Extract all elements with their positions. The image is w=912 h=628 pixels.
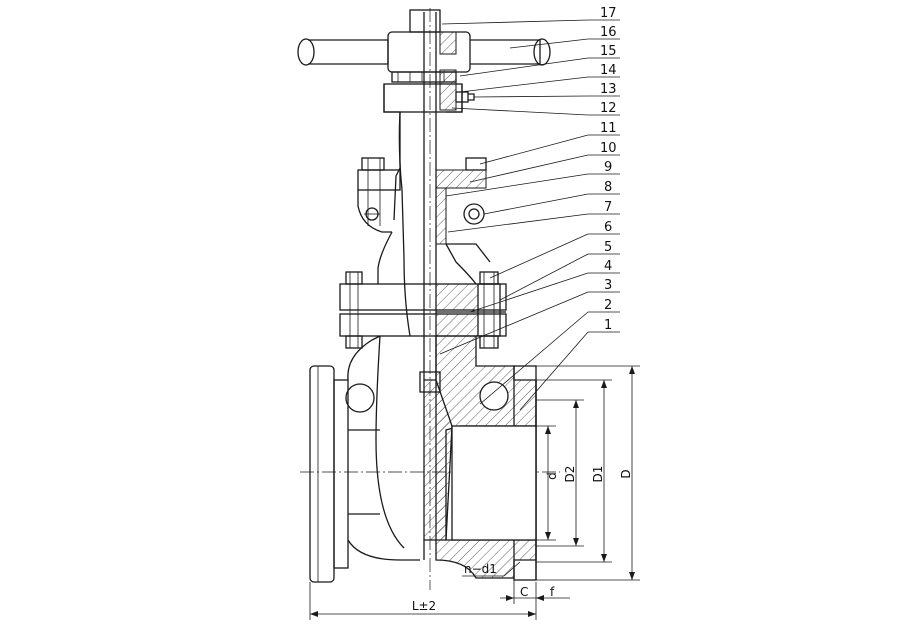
dim-bolt-holes-n-d1: n−d1: [464, 562, 497, 576]
callout-4: 4: [604, 259, 612, 274]
callout-11: 11: [600, 121, 617, 136]
callout-14: 14: [600, 63, 617, 78]
callout-5: 5: [604, 240, 612, 255]
callout-17: 17: [600, 6, 617, 21]
callout-15: 15: [600, 44, 617, 59]
callout-6: 6: [604, 220, 612, 235]
dim-bolt-circle-d1: D1: [591, 466, 605, 483]
callout-9: 9: [604, 160, 612, 175]
dim-length-l: L±2: [412, 599, 436, 613]
callout-3: 3: [604, 278, 612, 293]
callout-10: 10: [600, 141, 617, 156]
handle-assembly: [297, 9, 551, 111]
callout-16: 16: [600, 25, 617, 40]
dim-bore-d: d: [545, 472, 559, 480]
dim-face-height-f: f: [550, 585, 555, 599]
bonnet: [339, 231, 507, 349]
callouts: 17 16 15 14 13 12 11 10 9 8 7 6 5 4 3 2 …: [439, 6, 620, 411]
callout-12: 12: [600, 101, 617, 116]
callout-8: 8: [604, 180, 612, 195]
dimensions: d D2 D1 D L±2 C f n−d1: [309, 365, 640, 620]
valve-body: [309, 257, 537, 583]
dim-raised-face-d2: D2: [563, 466, 577, 483]
callout-13: 13: [600, 82, 617, 97]
dim-flange-od-d: D: [619, 469, 633, 478]
gland-assembly: [357, 157, 491, 263]
callout-1: 1: [604, 318, 612, 333]
callout-7: 7: [604, 200, 612, 215]
callout-2: 2: [604, 298, 612, 313]
dim-flange-thickness-c: C: [520, 585, 528, 599]
